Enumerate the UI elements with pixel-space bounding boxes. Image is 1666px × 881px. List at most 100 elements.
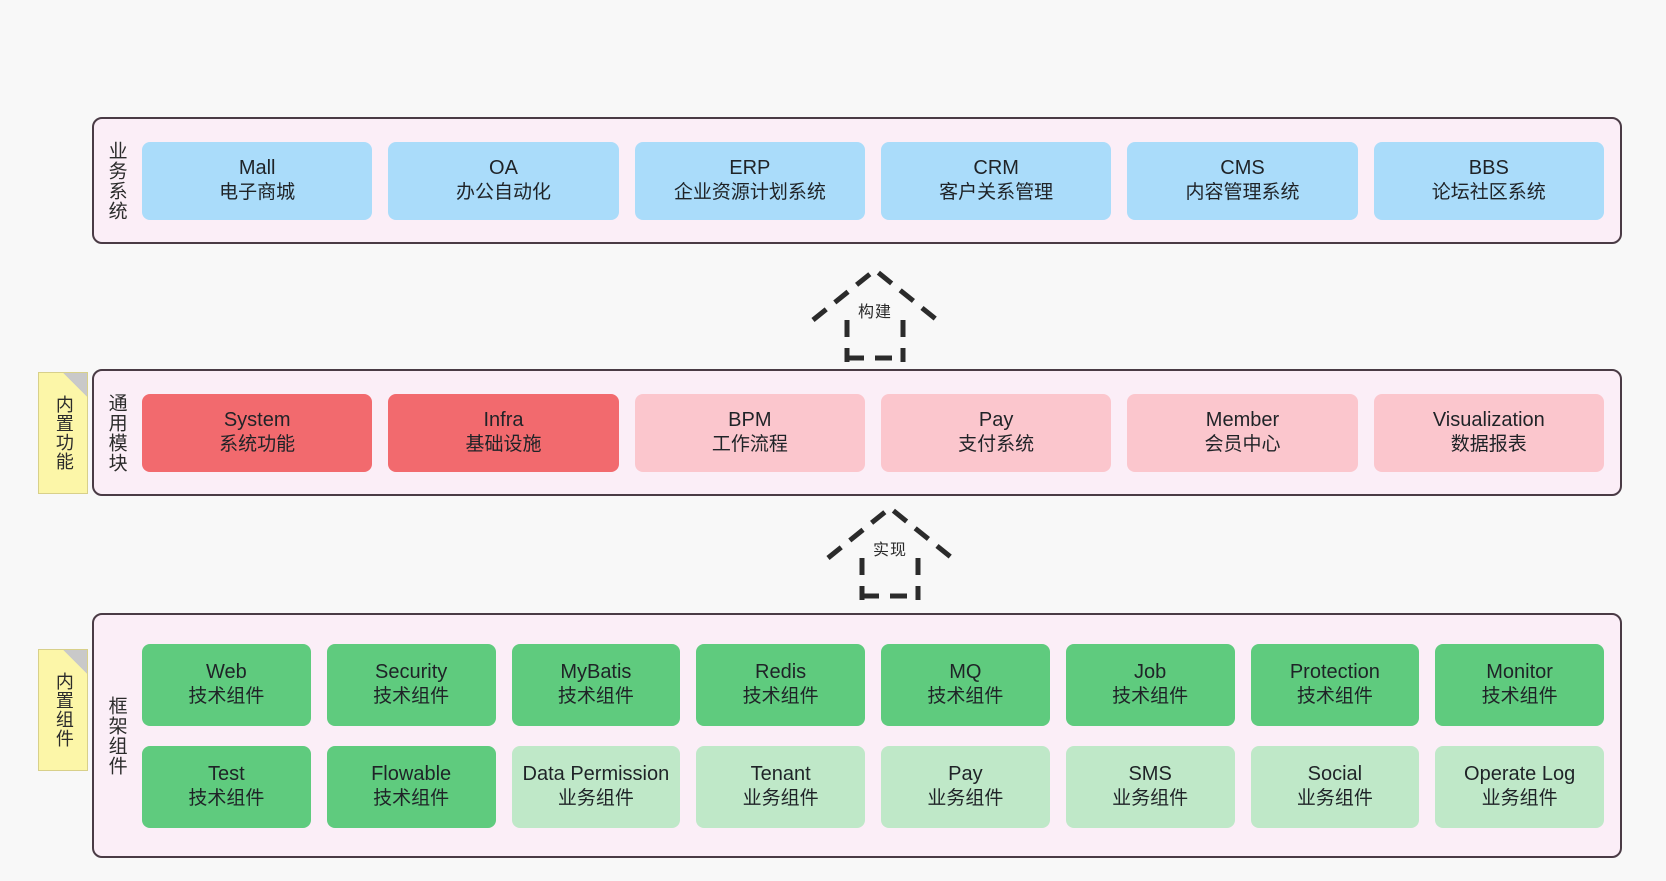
card-system[interactable]: System 系统功能 <box>142 393 373 472</box>
card-mybatis[interactable]: MyBatis 技术组件 <box>511 643 681 726</box>
card-operate-log[interactable]: Operate Log 业务组件 <box>1435 745 1604 828</box>
card-subtitle: 技术组件 <box>927 686 1004 708</box>
layer-title-common: 通用模块 <box>105 392 127 473</box>
card-subtitle: 技术组件 <box>557 686 634 708</box>
card-subtitle: 电子商城 <box>219 182 296 204</box>
card-member[interactable]: Member 会员中心 <box>1127 393 1358 472</box>
card-visualization[interactable]: Visualization 数据报表 <box>1373 393 1604 472</box>
card-title: Visualization <box>1432 408 1545 431</box>
card-subtitle: 支付系统 <box>958 434 1035 456</box>
card-title: MQ <box>949 660 982 683</box>
card-security[interactable]: Security 技术组件 <box>326 643 496 726</box>
card-title: Operate Log <box>1464 762 1576 785</box>
connector-label-realize: 实现 <box>872 542 907 559</box>
card-title: Monitor <box>1486 660 1553 683</box>
card-test[interactable]: Test 技术组件 <box>142 745 311 828</box>
card-protection[interactable]: Protection 技术组件 <box>1250 643 1420 726</box>
card-subtitle: 客户关系管理 <box>939 182 1054 204</box>
card-subtitle: 技术组件 <box>1481 686 1558 708</box>
card-redis[interactable]: Redis 技术组件 <box>696 643 865 726</box>
card-monitor[interactable]: Monitor 技术组件 <box>1435 643 1604 726</box>
card-row: Mall 电子商城 OA 办公自动化 ERP 企业资源计划系统 CRM 客户关系… <box>142 141 1604 220</box>
card-row: Test 技术组件 Flowable 技术组件 Data Permission … <box>142 745 1604 828</box>
card-subtitle: 技术组件 <box>188 788 265 810</box>
card-subtitle: 数据报表 <box>1450 434 1527 456</box>
layer-body-framework: Web 技术组件 Security 技术组件 MyBatis 技术组件 Redi… <box>138 615 1620 856</box>
card-subtitle: 内容管理系统 <box>1185 182 1300 204</box>
card-title: Job <box>1134 660 1167 683</box>
card-subtitle: 业务组件 <box>1112 788 1189 810</box>
note-builtin-component: 内置组件 <box>38 649 88 771</box>
card-title: Infra <box>483 408 524 431</box>
card-subtitle: 技术组件 <box>1296 686 1373 708</box>
layer-body-business: Mall 电子商城 OA 办公自动化 ERP 企业资源计划系统 CRM 客户关系… <box>138 119 1620 242</box>
card-title: Tenant <box>750 762 811 785</box>
layer-body-common: System 系统功能 Infra 基础设施 BPM 工作流程 Pay 支付系统… <box>138 371 1620 494</box>
connector-label-build: 构建 <box>857 304 892 321</box>
card-pay[interactable]: Pay 支付系统 <box>880 393 1112 472</box>
card-subtitle: 工作流程 <box>711 434 788 456</box>
card-title: System <box>223 408 291 431</box>
card-data-permission[interactable]: Data Permission 业务组件 <box>511 745 681 828</box>
card-subtitle: 技术组件 <box>188 686 265 708</box>
card-subtitle: 业务组件 <box>1481 788 1558 810</box>
card-title: Data Permission <box>522 762 670 785</box>
card-subtitle: 业务组件 <box>1296 788 1373 810</box>
card-web[interactable]: Web 技术组件 <box>142 643 311 726</box>
card-infra[interactable]: Infra 基础设施 <box>388 393 619 472</box>
card-erp[interactable]: ERP 企业资源计划系统 <box>634 141 865 220</box>
card-subtitle: 技术组件 <box>1112 686 1189 708</box>
card-title: MyBatis <box>560 660 632 683</box>
layer-framework-component: 框架组件 Web 技术组件 Security 技术组件 MyBatis 技术组件… <box>92 613 1622 858</box>
dashed-arrow-up-icon <box>811 266 939 362</box>
card-title: Web <box>205 660 247 683</box>
card-bbs[interactable]: BBS 论坛社区系统 <box>1373 141 1604 220</box>
card-subtitle: 会员中心 <box>1204 434 1281 456</box>
card-title: Redis <box>755 660 807 683</box>
connector-realize: 实现 <box>810 500 970 600</box>
card-subtitle: 技术组件 <box>742 686 819 708</box>
card-title: SMS <box>1128 762 1172 785</box>
card-cms[interactable]: CMS 内容管理系统 <box>1127 141 1358 220</box>
card-subtitle: 企业资源计划系统 <box>673 182 826 204</box>
card-title: BBS <box>1468 156 1509 179</box>
card-social[interactable]: Social 业务组件 <box>1250 745 1420 828</box>
card-title: Pay <box>978 408 1014 431</box>
card-title: BPM <box>728 408 772 431</box>
card-tenant[interactable]: Tenant 业务组件 <box>696 745 865 828</box>
card-subtitle: 业务组件 <box>557 788 634 810</box>
card-mq[interactable]: MQ 技术组件 <box>881 643 1050 726</box>
card-title: Member <box>1205 408 1280 431</box>
card-title: Mall <box>238 156 276 179</box>
card-pay-component[interactable]: Pay 业务组件 <box>881 745 1050 828</box>
card-bpm[interactable]: BPM 工作流程 <box>634 393 865 472</box>
layer-title-framework: 框架组件 <box>105 695 127 776</box>
card-oa[interactable]: OA 办公自动化 <box>388 141 619 220</box>
card-subtitle: 系统功能 <box>219 434 296 456</box>
card-title: OA <box>489 156 518 179</box>
card-mall[interactable]: Mall 电子商城 <box>142 141 373 220</box>
card-crm[interactable]: CRM 客户关系管理 <box>880 141 1112 220</box>
card-title: Protection <box>1289 660 1380 683</box>
card-title: Pay <box>948 762 983 785</box>
card-title: Test <box>208 762 245 785</box>
card-sms[interactable]: SMS 业务组件 <box>1065 745 1235 828</box>
card-title: ERP <box>729 156 771 179</box>
connector-build: 构建 <box>795 262 955 362</box>
dashed-arrow-up-icon <box>826 504 954 600</box>
note-builtin-feature: 内置功能 <box>38 372 88 494</box>
card-subtitle: 技术组件 <box>373 788 450 810</box>
card-subtitle: 基础设施 <box>465 434 542 456</box>
card-title: Social <box>1307 762 1363 785</box>
layer-business-system: 业务系统 Mall 电子商城 OA 办公自动化 ERP 企业资源计划系统 CRM… <box>92 117 1622 244</box>
card-title: CMS <box>1220 156 1265 179</box>
card-job[interactable]: Job 技术组件 <box>1065 643 1235 726</box>
card-subtitle: 业务组件 <box>742 788 819 810</box>
card-subtitle: 技术组件 <box>373 686 450 708</box>
card-flowable[interactable]: Flowable 技术组件 <box>326 745 496 828</box>
card-subtitle: 办公自动化 <box>455 182 551 204</box>
layer-title-business: 业务系统 <box>105 140 127 221</box>
card-subtitle: 业务组件 <box>927 788 1004 810</box>
card-title: Flowable <box>371 762 452 785</box>
